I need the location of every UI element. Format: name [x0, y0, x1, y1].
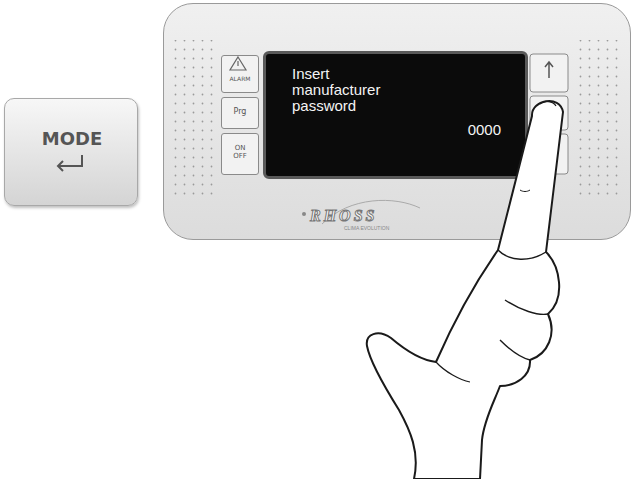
- button-label: ON OFF: [230, 145, 250, 160]
- key-label: MODE: [5, 129, 139, 149]
- program-button: Prg: [221, 97, 259, 129]
- display-message: Insert manufacturer password: [292, 66, 400, 114]
- controller-panel: RHOSSCLIMA EVOLUTION ALARM Prg ON OFF Insert…: [163, 3, 631, 240]
- lcd-display: Insert manufacturer password 0000: [263, 51, 528, 179]
- on-off-button: ON OFF: [221, 133, 259, 175]
- brand-logo: RHOSS: [310, 207, 377, 225]
- alarm-button: ALARM: [221, 55, 259, 93]
- mode-key: MODE: [4, 98, 138, 206]
- button-label: ALARM: [222, 76, 258, 83]
- brand-slogan: CLIMA EVOLUTION: [344, 226, 389, 232]
- password-value: 0000: [468, 122, 501, 139]
- button-label: Prg: [222, 108, 258, 117]
